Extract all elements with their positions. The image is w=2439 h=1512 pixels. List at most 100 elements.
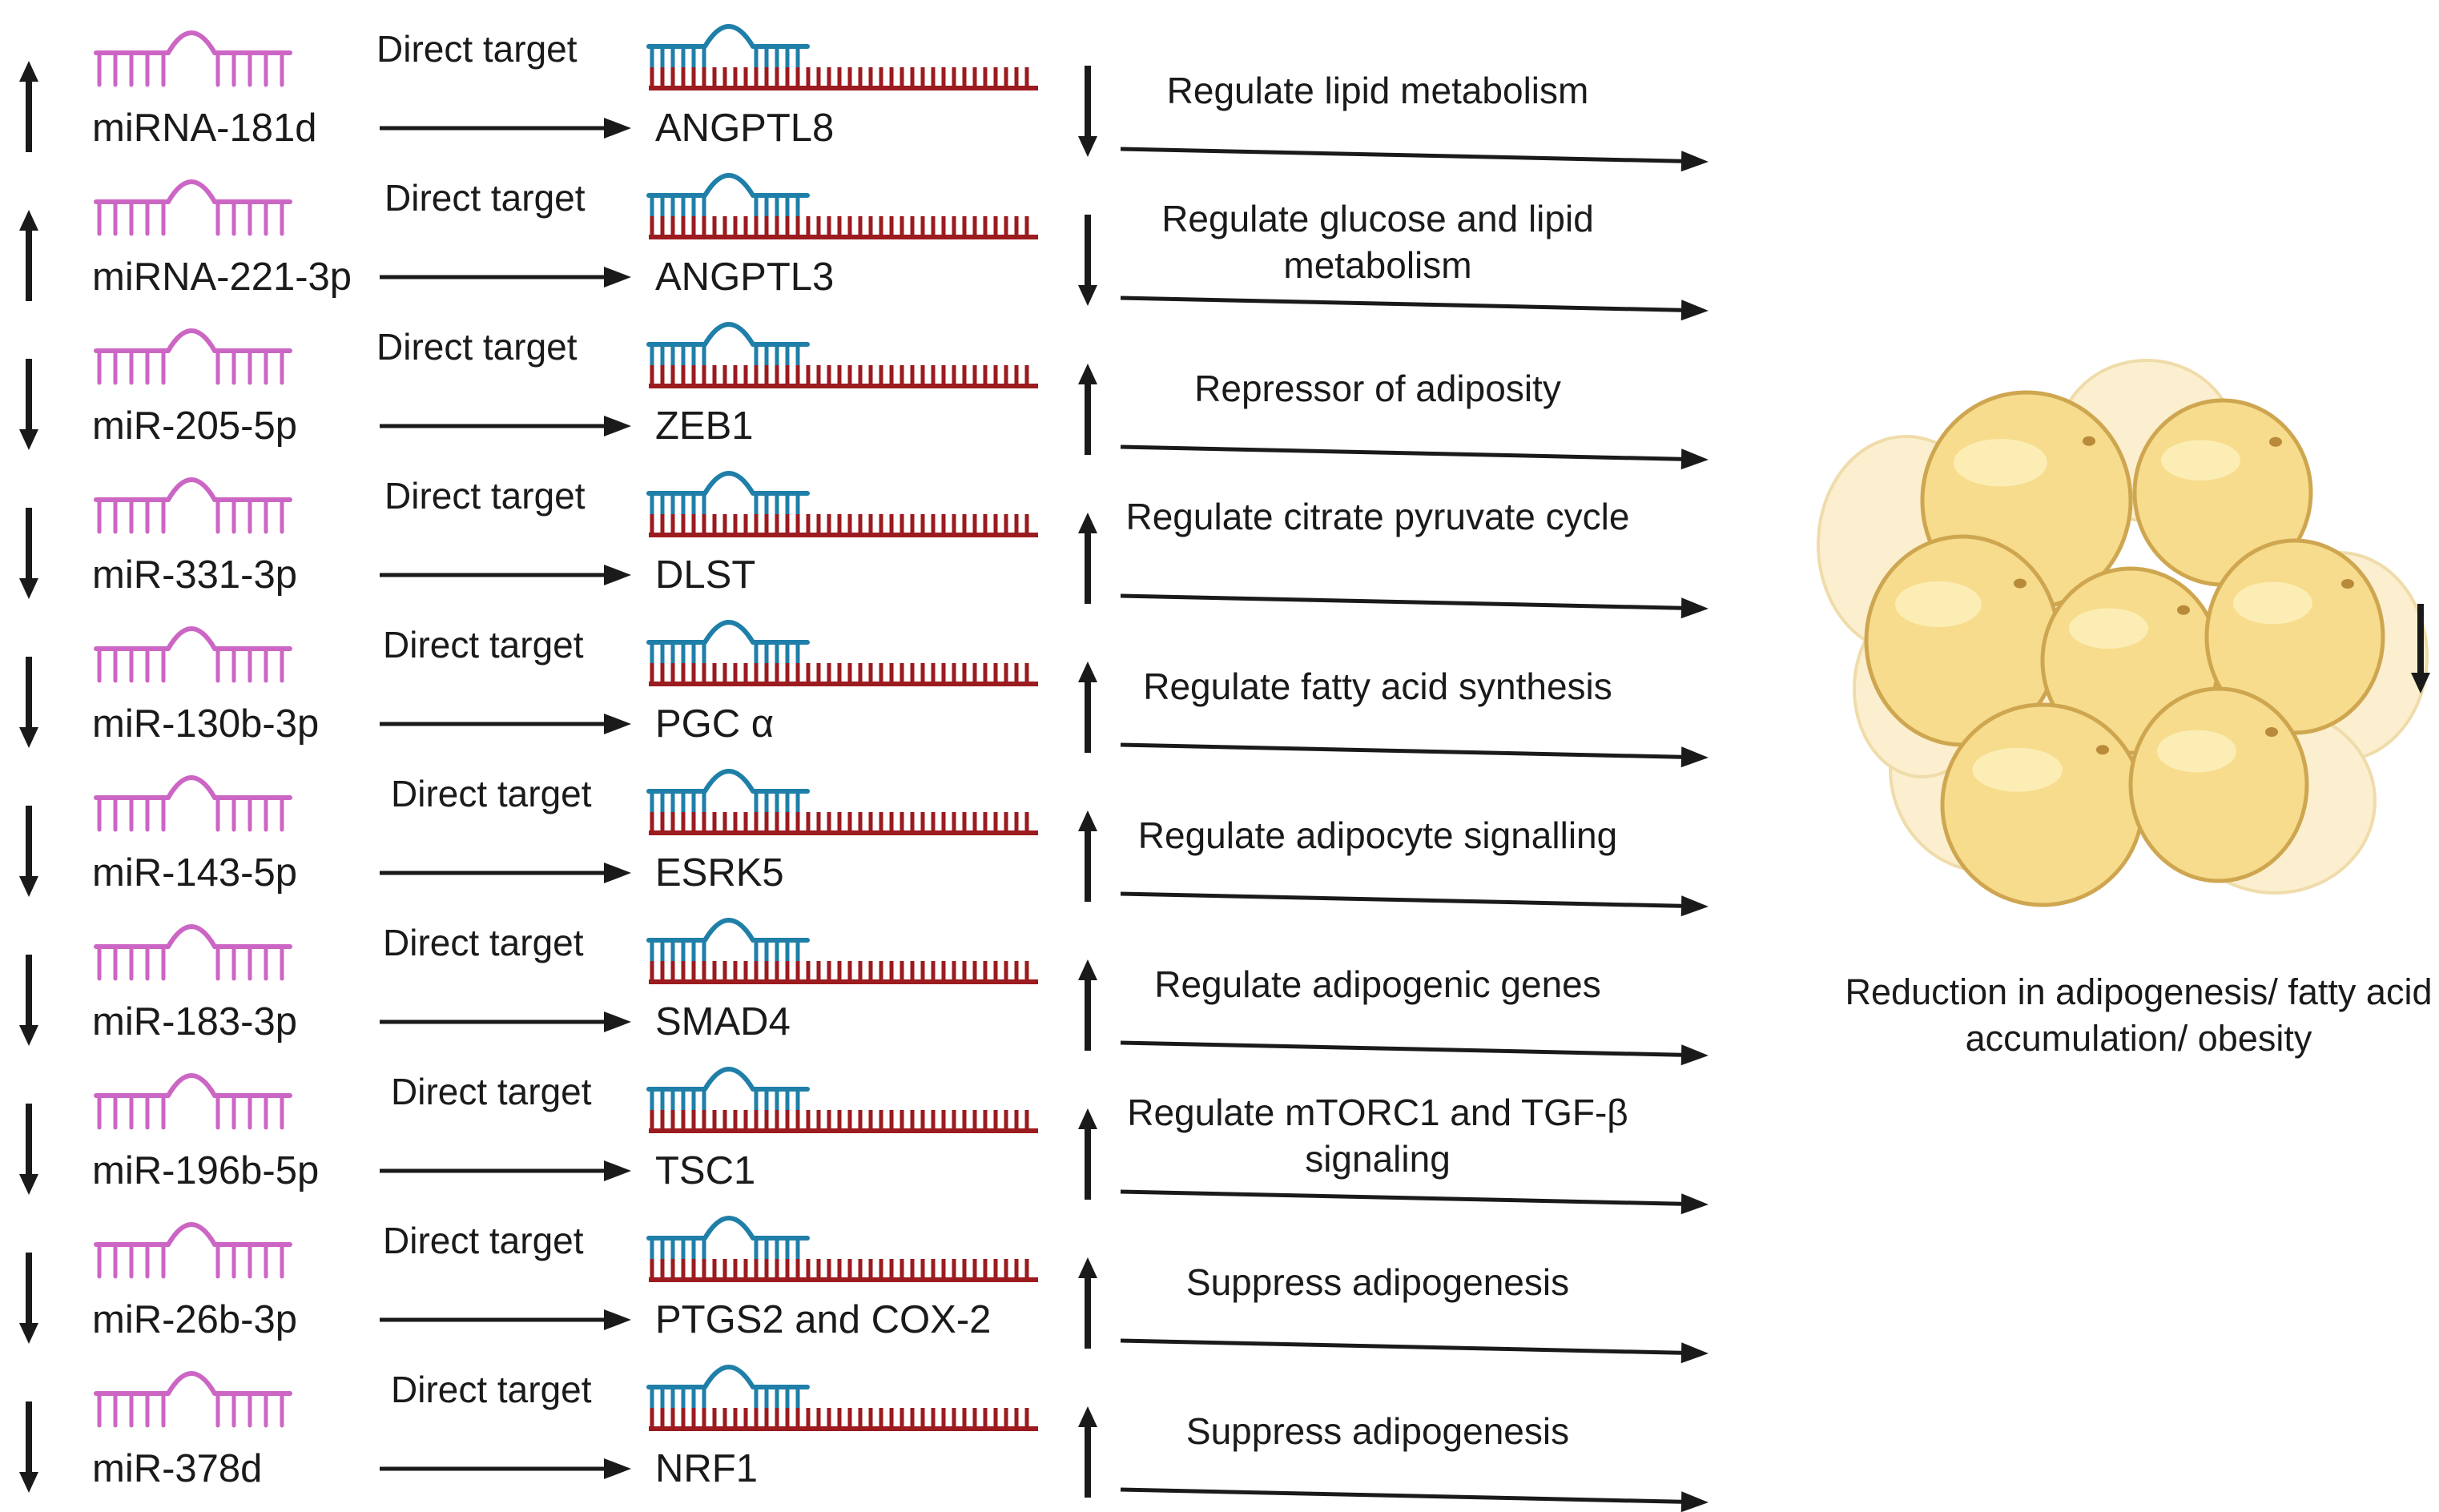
up-arrow-icon xyxy=(1078,1108,1097,1200)
mirna-label: miRNA-221-3p xyxy=(92,255,352,299)
target-gene-label: DLST xyxy=(655,553,756,597)
effect-arrow xyxy=(1120,742,1709,768)
up-arrow-icon xyxy=(1078,364,1097,455)
up-arrow-icon xyxy=(1078,662,1097,753)
down-arrow-icon xyxy=(19,1401,38,1493)
up-arrow-icon xyxy=(1078,959,1097,1051)
mrna-duplex-icon xyxy=(646,1216,1038,1282)
mirna-hairpin-icon xyxy=(94,477,292,534)
direct-target-arrow xyxy=(380,118,631,139)
mrna-duplex-icon xyxy=(646,24,1038,90)
down-arrow-icon xyxy=(19,508,38,599)
mrna-duplex-icon xyxy=(646,918,1038,984)
down-arrow-icon xyxy=(19,1253,38,1344)
down-arrow-icon xyxy=(19,1104,38,1195)
mrna-duplex-icon xyxy=(646,1067,1038,1133)
mirna-hairpin-icon xyxy=(94,924,292,981)
up-arrow-icon xyxy=(1078,513,1097,604)
direct-target-label: Direct target xyxy=(384,177,586,219)
mirna-hairpin-icon xyxy=(94,626,292,683)
down-arrow-icon xyxy=(19,657,38,748)
mirna-label: miR-183-3p xyxy=(92,1000,297,1044)
mirna-hairpin-icon xyxy=(94,1222,292,1279)
effect-label: Regulate mTORC1 and TGF-β signaling xyxy=(1127,1092,1628,1180)
direct-target-arrow xyxy=(380,565,631,585)
effect-arrow xyxy=(1120,1338,1709,1364)
target-gene-label: ANGPTL8 xyxy=(655,107,835,150)
mrna-duplex-icon xyxy=(646,322,1038,388)
up-arrow-icon xyxy=(1078,810,1097,902)
direct-target-label: Direct target xyxy=(391,1369,592,1410)
direct-target-arrow xyxy=(380,416,631,436)
down-arrow-icon xyxy=(19,955,38,1046)
down-arrow-icon xyxy=(2411,604,2430,694)
direct-target-label: Direct target xyxy=(376,326,578,368)
effect-arrow xyxy=(1120,147,1709,172)
mirna-hairpin-icon xyxy=(94,328,292,385)
effect-arrow xyxy=(1120,444,1709,470)
target-gene-label: ESRK5 xyxy=(655,851,784,895)
outcome-caption: Reduction in adipogenesis/ fatty acid ac… xyxy=(1845,971,2433,1059)
mirna-label: miR-205-5p xyxy=(92,404,297,448)
mrna-duplex-icon xyxy=(646,173,1038,239)
up-arrow-icon xyxy=(19,210,38,301)
effect-arrow xyxy=(1120,1040,1709,1066)
mirna-label: miR-130b-3p xyxy=(92,702,320,746)
effect-arrow xyxy=(1120,593,1709,619)
target-gene-label: PGC α xyxy=(655,702,775,746)
mirna-label: miR-331-3p xyxy=(92,553,297,597)
direct-target-arrow xyxy=(380,1011,631,1032)
up-arrow-icon xyxy=(1078,1406,1097,1498)
effect-arrow xyxy=(1120,1487,1709,1512)
mirna-hairpin-icon xyxy=(94,1073,292,1130)
down-arrow-icon xyxy=(19,359,38,450)
direct-target-label: Direct target xyxy=(391,1071,592,1112)
up-arrow-icon xyxy=(1078,1257,1097,1349)
effect-label: Repressor of adiposity xyxy=(1194,368,1561,409)
direct-target-arrow xyxy=(380,714,631,734)
direct-target-label: Direct target xyxy=(383,624,584,666)
target-gene-label: ZEB1 xyxy=(655,404,754,448)
down-arrow-icon xyxy=(1078,215,1097,306)
mirna-hairpin-icon xyxy=(94,179,292,236)
adipocyte-cluster-icon xyxy=(1817,359,2429,907)
direct-target-arrow xyxy=(380,1458,631,1479)
mirna-hairpin-icon xyxy=(94,775,292,832)
mirna-label: miRNA-181d xyxy=(92,107,317,150)
mirna-hairpin-icon xyxy=(94,1371,292,1428)
effect-label: Regulate fatty acid synthesis xyxy=(1143,666,1612,707)
target-gene-label: ANGPTL3 xyxy=(655,255,835,299)
mrna-duplex-icon xyxy=(646,471,1038,537)
mrna-duplex-icon xyxy=(646,1365,1038,1431)
mirna-label: miR-143-5p xyxy=(92,851,297,895)
direct-target-arrow xyxy=(380,863,631,883)
mrna-duplex-icon xyxy=(646,769,1038,835)
effect-label: Regulate adipocyte signalling xyxy=(1137,814,1618,856)
direct-target-arrow xyxy=(380,1160,631,1181)
mirna-hairpin-icon xyxy=(94,30,292,87)
mirna-label: miR-378d xyxy=(92,1447,263,1490)
direct-target-arrow xyxy=(380,267,631,288)
effect-arrow xyxy=(1120,1189,1709,1215)
target-gene-label: PTGS2 and COX-2 xyxy=(655,1298,992,1341)
direct-target-label: Direct target xyxy=(384,475,586,517)
target-gene-label: TSC1 xyxy=(655,1149,756,1192)
target-gene-label: SMAD4 xyxy=(655,1000,791,1044)
mirna-label: miR-196b-5p xyxy=(92,1149,320,1192)
down-arrow-icon xyxy=(1078,66,1097,157)
mirna-label: miR-26b-3p xyxy=(92,1298,297,1341)
mrna-duplex-icon xyxy=(646,620,1038,686)
effect-label: Suppress adipogenesis xyxy=(1185,1410,1570,1452)
effect-label: Regulate lipid metabolism xyxy=(1166,70,1589,111)
effect-label: Regulate glucose and lipid metabolism xyxy=(1161,198,1594,286)
direct-target-label: Direct target xyxy=(376,28,578,70)
